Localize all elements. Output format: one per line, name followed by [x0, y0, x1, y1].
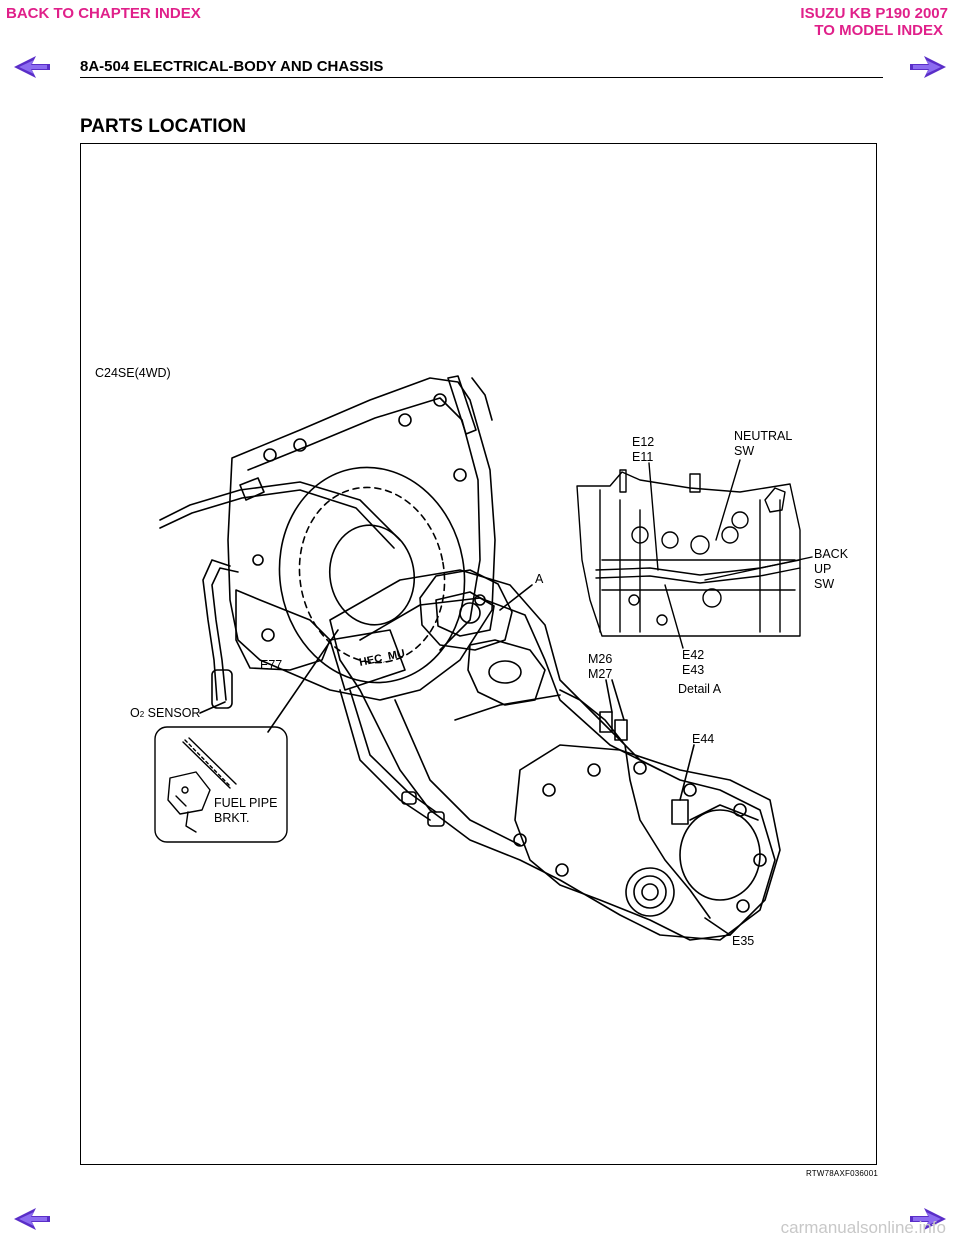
- o2-sensor-label-subscript: 2: [139, 710, 145, 719]
- connector-label-e43: E43: [682, 663, 705, 677]
- neutral-switch-label: NEUTRAL: [734, 429, 793, 443]
- connector-label-e11: E11: [632, 450, 654, 464]
- page-header-title: 8A-504 ELECTRICAL-BODY AND CHASSIS: [80, 58, 384, 75]
- watermark: carmanualsonline.info: [780, 1218, 946, 1237]
- o2-sensor-label-rest: SENSOR: [144, 706, 201, 720]
- manual-title-link[interactable]: ISUZU KB P190 2007: [800, 5, 948, 22]
- backup-switch-label-up: UP: [814, 562, 832, 576]
- detail-a-caption: Detail A: [678, 682, 722, 696]
- next-page-arrow-icon[interactable]: [910, 56, 946, 78]
- model-label: C24SE(4WD): [95, 366, 171, 380]
- prev-page-arrow-icon[interactable]: [14, 56, 50, 78]
- o2-sensor-label-o: O: [130, 706, 140, 720]
- backup-switch-label-sw: SW: [814, 577, 835, 591]
- backup-switch-label-back: BACK: [814, 547, 849, 561]
- o2-sensor-label: O2 SENSOR: [130, 706, 200, 722]
- figure-code: RTW78AXF036001: [805, 1169, 878, 1178]
- header-divider: [80, 77, 883, 78]
- figure-frame: [80, 143, 877, 1165]
- detail-a-callout: A: [535, 572, 544, 586]
- connector-label-e12: E12: [632, 435, 655, 449]
- prev-page-arrow-bottom-icon[interactable]: [14, 1208, 50, 1230]
- connector-label-e44: E44: [692, 732, 715, 746]
- connector-label-m27: M27: [588, 667, 613, 681]
- connector-label-e35: E35: [732, 934, 755, 948]
- neutral-switch-label-sw: SW: [734, 444, 755, 458]
- bracket-label: BRKT.: [214, 811, 250, 825]
- back-to-chapter-index-link[interactable]: BACK TO CHAPTER INDEX: [6, 5, 201, 22]
- section-title: PARTS LOCATION: [80, 116, 247, 137]
- to-model-index-link[interactable]: TO MODEL INDEX: [814, 22, 943, 39]
- fuel-pipe-label: FUEL PIPE: [214, 796, 278, 810]
- next-page-arrow-bottom-icon[interactable]: [910, 1208, 946, 1230]
- connector-label-e42: E42: [682, 648, 705, 662]
- connector-label-m26: M26: [588, 652, 613, 666]
- engraved-plate-text: HEC_MU: [358, 648, 406, 669]
- connector-label-e77: E77: [260, 658, 283, 672]
